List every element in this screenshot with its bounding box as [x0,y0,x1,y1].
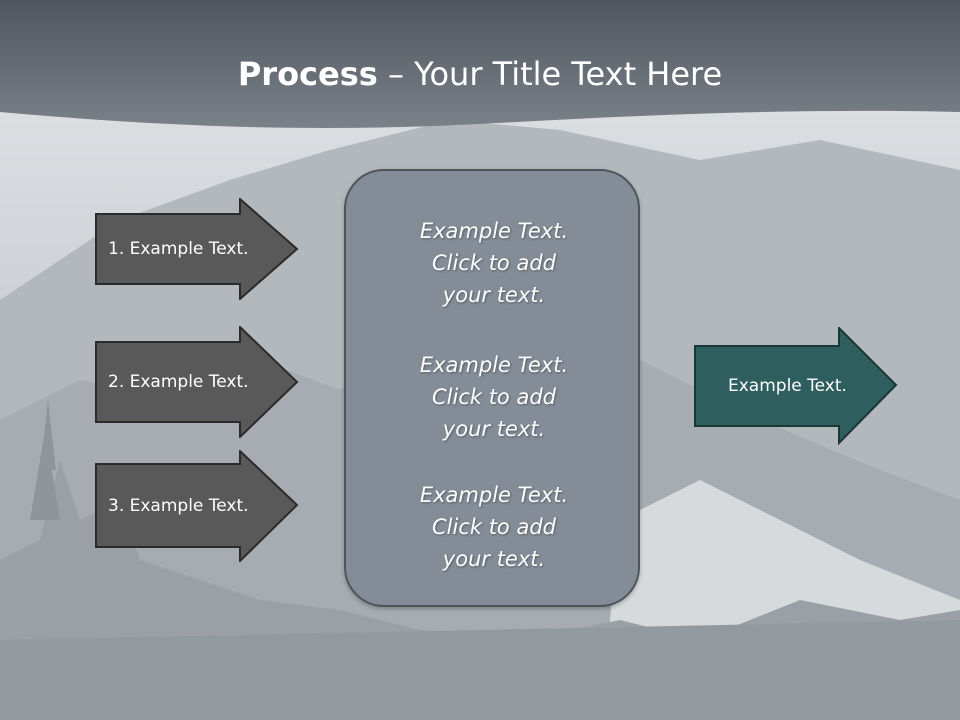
paragraph-line: Example Text. [419,483,569,507]
step-label-2: 2. Example Text. [108,372,249,392]
slide-title: Process – Your Title Text Here [0,52,960,96]
paragraph-line: Click to add [431,385,556,409]
arrow-shape-icon [95,196,299,302]
paragraph-line: your text. [442,283,546,307]
step-label-3: 3. Example Text. [108,496,249,516]
paragraph-line: Example Text. [419,353,569,377]
step-arrow-3[interactable]: 3. Example Text. [95,448,299,564]
center-text-box[interactable]: Example Text. Click to add your text. Ex… [344,169,640,607]
step-arrow-2[interactable]: 2. Example Text. [95,324,299,440]
center-paragraph-2: Example Text. Click to add your text. [346,349,642,445]
step-arrow-1[interactable]: 1. Example Text. [95,196,299,302]
result-label: Example Text. [728,376,847,396]
arrow-shape-icon [694,325,898,446]
paragraph-line: Click to add [431,251,556,275]
paragraph-line: your text. [442,547,546,571]
paragraph-line: Click to add [431,515,556,539]
arrow-shape-icon [95,324,299,440]
center-paragraph-1: Example Text. Click to add your text. [346,215,642,311]
paragraph-line: Example Text. [419,219,569,243]
arrow-shape-icon [95,448,299,564]
center-paragraph-3: Example Text. Click to add your text. [346,479,642,575]
title-bold: Process [237,55,378,93]
result-arrow[interactable]: Example Text. [694,325,898,446]
paragraph-line: your text. [442,417,546,441]
step-label-1: 1. Example Text. [108,239,249,259]
title-rest: – Your Title Text Here [377,55,723,93]
